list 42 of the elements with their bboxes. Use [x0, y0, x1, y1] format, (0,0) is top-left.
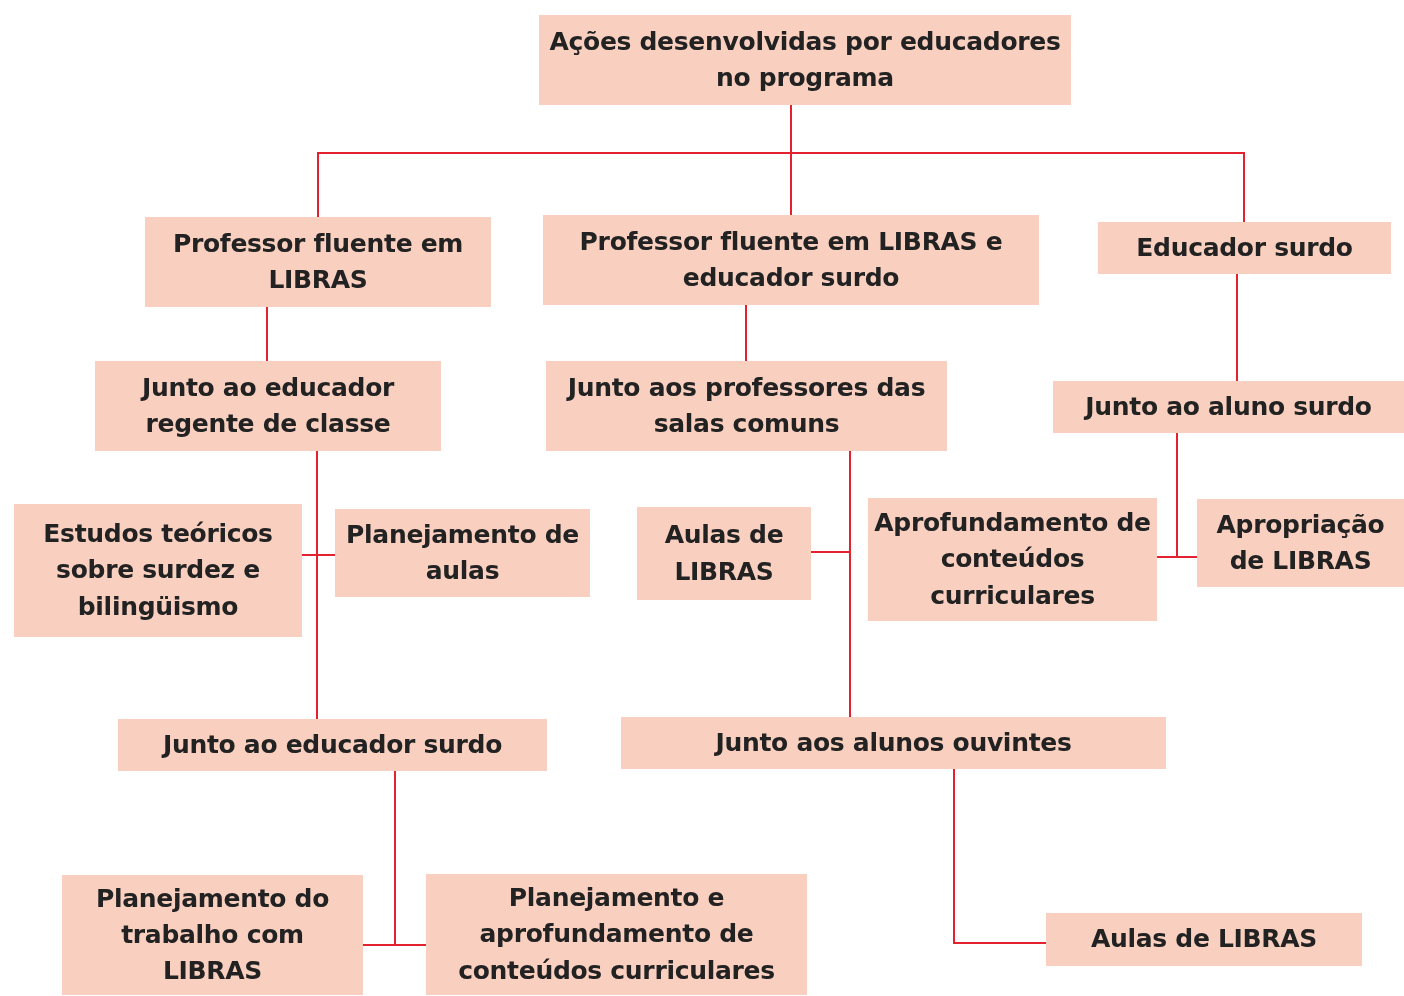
- process-box: [14, 504, 302, 637]
- node-label: Planejamento de aulas: [345, 518, 580, 587]
- connector-line: [394, 770, 427, 946]
- process-box: [95, 361, 441, 451]
- node-label: Junto ao educador surdo: [162, 728, 503, 761]
- node-label: Aprofundamento de conteúdos curriculares: [874, 507, 1151, 612]
- connector-line: [745, 304, 747, 362]
- process-box: [1197, 499, 1404, 587]
- process-box: [145, 217, 491, 307]
- connector-line: [266, 306, 268, 362]
- process-box: [62, 875, 363, 995]
- process-box: [118, 719, 547, 771]
- process-box: [543, 215, 1039, 305]
- process-box: [539, 15, 1071, 105]
- node-label: Junto aos alunos ouvintes: [715, 726, 1072, 759]
- node-label: Estudos teóricos sobre surdez e bilingüismo: [42, 518, 274, 623]
- connector-line: [1236, 273, 1238, 382]
- process-box: [1053, 381, 1404, 433]
- connector-line: [953, 768, 1047, 944]
- node-label: Planejamento e aprofundamento de conteúdos curriculares: [457, 882, 776, 987]
- process-box: [426, 874, 807, 995]
- process-box: [1098, 222, 1391, 274]
- node-label: Junto ao aluno surdo: [1085, 390, 1372, 423]
- node-label: Professor fluente em LIBRAS: [171, 227, 465, 296]
- node-label: Aulas de LIBRAS: [1090, 923, 1318, 956]
- connector-line: [1176, 432, 1198, 558]
- process-box: [335, 509, 590, 597]
- process-box: [546, 361, 947, 451]
- connector-line: [316, 450, 318, 720]
- process-box: [1046, 913, 1362, 966]
- process-box: [621, 717, 1166, 769]
- node-label: Junto ao educador regente de classe: [139, 371, 396, 440]
- node-label: Planejamento do trabalho com LIBRAS: [94, 882, 331, 988]
- process-box: [868, 498, 1157, 621]
- node-label: Educador surdo: [1136, 231, 1353, 264]
- node-label: Aulas de LIBRAS: [663, 519, 785, 588]
- process-box: [637, 507, 811, 600]
- node-label: Apropriação de LIBRAS: [1215, 508, 1386, 577]
- node-label: Junto aos professores das salas comuns: [565, 371, 927, 440]
- node-label: Ações desenvolvidas por educadores no programa: [548, 25, 1062, 94]
- node-label: Professor fluente em LIBRAS e educador surdo: [578, 225, 1004, 294]
- connector-line: [849, 450, 851, 718]
